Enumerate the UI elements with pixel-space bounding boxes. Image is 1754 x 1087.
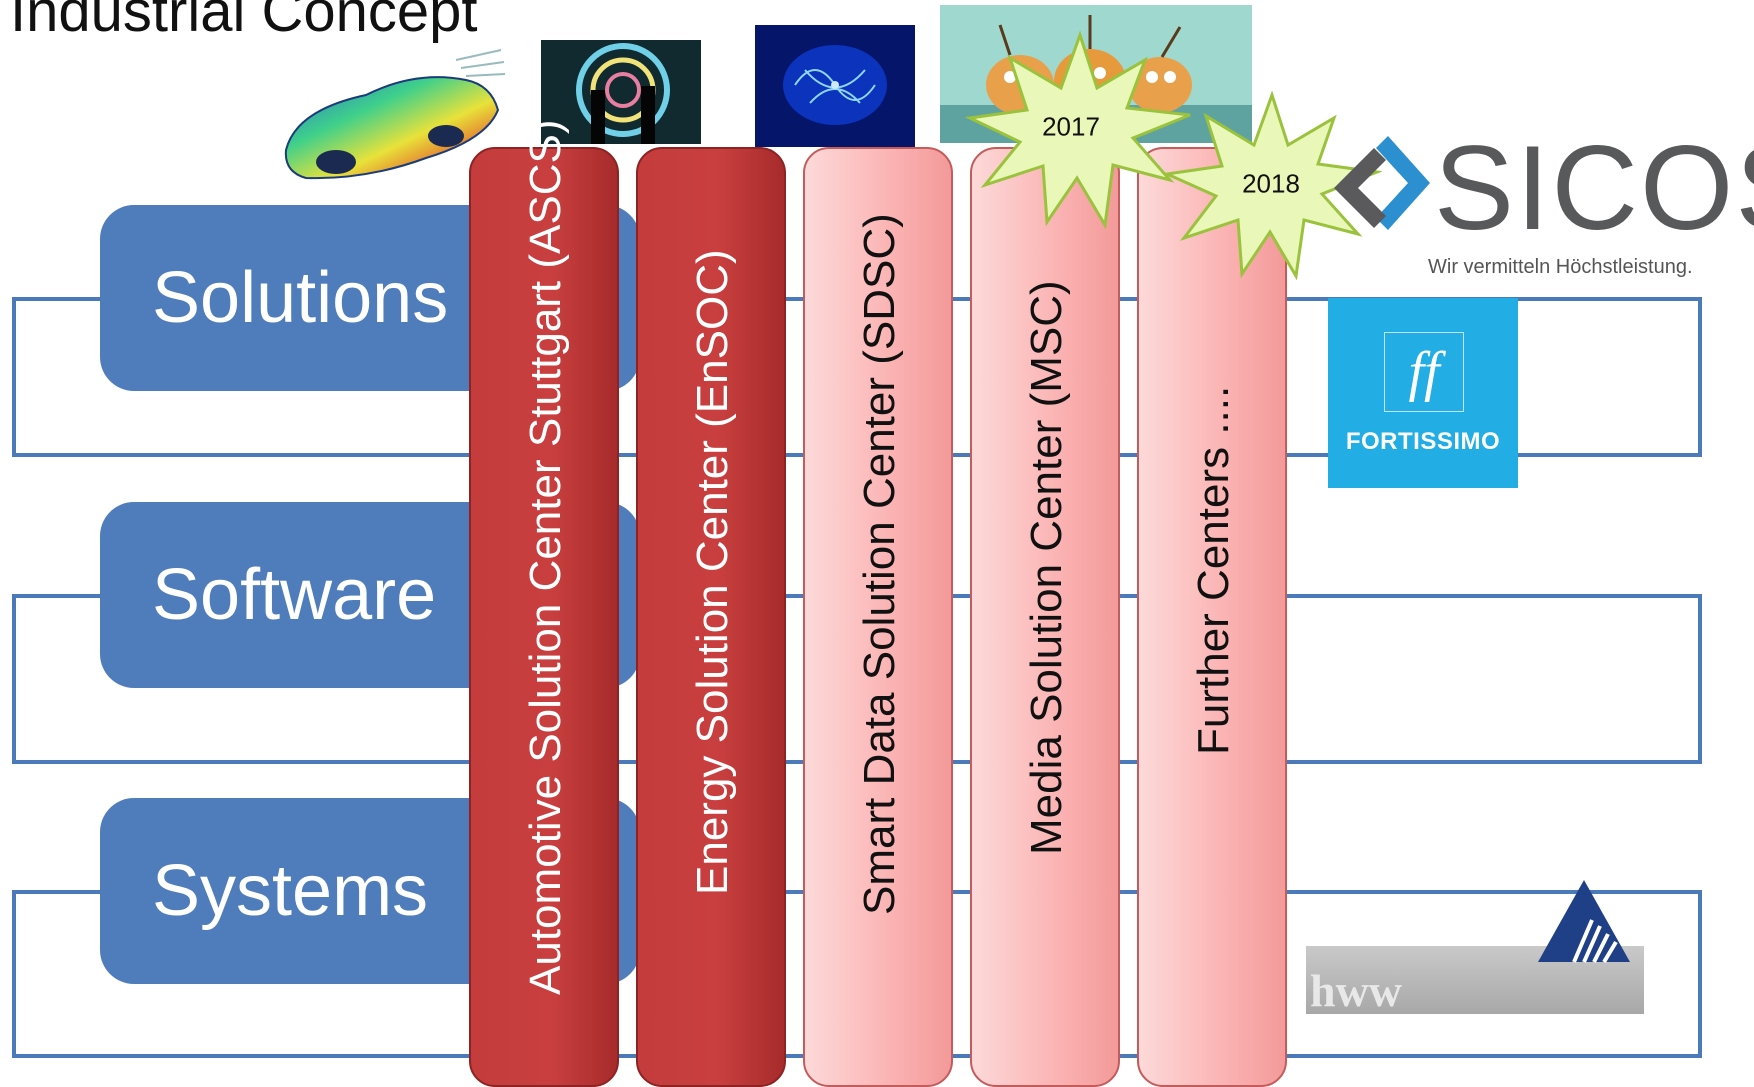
sicos-logo-icon xyxy=(1334,136,1430,230)
burst-label-2017: 2017 xyxy=(1042,111,1100,142)
pillar-label: Automotive Solution Center Stuttgart (AS… xyxy=(521,119,570,995)
fortissimo-logo: ff FORTISSIMO xyxy=(1328,298,1518,488)
sicos-logo-text: SICOS xyxy=(1434,121,1754,255)
fortissimo-mark: ff xyxy=(1408,341,1440,403)
car-simulation-image xyxy=(276,40,506,196)
fortissimo-mark-frame: ff xyxy=(1384,332,1464,412)
page-title: Industrial Concept xyxy=(10,0,478,44)
burst-label-2018: 2018 xyxy=(1242,168,1300,199)
starburst-2017 xyxy=(965,30,1191,230)
starburst-2018 xyxy=(1162,90,1382,280)
digital-brain-image xyxy=(755,25,915,147)
pillar-msc: Media Solution Center (MSC) xyxy=(970,147,1120,1087)
pillar-sdsc: Smart Data Solution Center (SDSC) xyxy=(803,147,953,1087)
sicos-tagline: Wir vermitteln Höchstleistung. xyxy=(1428,256,1693,278)
hww-triangle-icon xyxy=(1538,880,1630,964)
pillar-further: Further Centers .... xyxy=(1137,147,1287,1087)
pillar-ascs: Automotive Solution Center Stuttgart (AS… xyxy=(469,119,619,1087)
pillar-label: Media Solution Center (MSC) xyxy=(1022,280,1071,855)
immersive-visualization-image xyxy=(541,40,701,144)
layer-label-text: Solutions xyxy=(152,258,449,338)
pillar-label: Energy Solution Center (EnSOC) xyxy=(688,249,737,895)
layer-label-text: Systems xyxy=(152,851,429,931)
layer-label-text: Software xyxy=(152,555,437,635)
pillar-label: Smart Data Solution Center (SDSC) xyxy=(855,213,904,915)
hww-logo-text: hww xyxy=(1310,965,1403,1016)
pillar-label: Further Centers .... xyxy=(1189,385,1238,755)
pillar-ensoc: Energy Solution Center (EnSOC) xyxy=(636,147,786,1087)
fortissimo-logo-text: FORTISSIMO xyxy=(1345,428,1501,455)
